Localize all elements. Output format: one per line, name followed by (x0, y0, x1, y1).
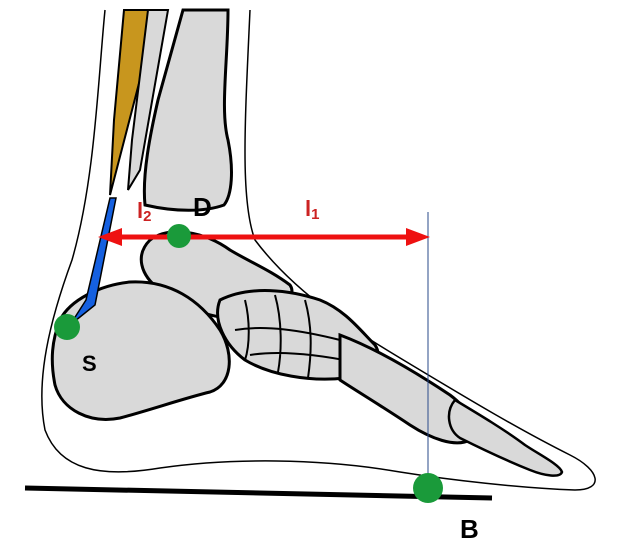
label-l2-sub: 2 (143, 208, 151, 225)
midfoot-joint-lines (234, 294, 356, 379)
label-s: S (82, 351, 97, 376)
label-l2-main: l (137, 198, 143, 223)
label-l1: l1 (305, 196, 319, 223)
label-l1-main: l (305, 196, 311, 221)
label-l1-sub: 1 (311, 206, 319, 223)
achilles-tendon (69, 197, 117, 326)
point-d (167, 224, 191, 248)
point-b (413, 473, 443, 503)
tibia-bone (142, 8, 233, 212)
label-l2: l2 (137, 198, 151, 225)
point-s (54, 314, 80, 340)
lever-arrowhead-left (98, 228, 122, 246)
ground-line (24, 485, 493, 501)
fibula-bone (127, 9, 170, 191)
label-d: D (193, 192, 212, 222)
toe-bones (447, 398, 564, 477)
label-b: B (460, 514, 479, 544)
calcaneus-bone (50, 280, 231, 421)
lever-arrowhead-right (406, 228, 430, 246)
